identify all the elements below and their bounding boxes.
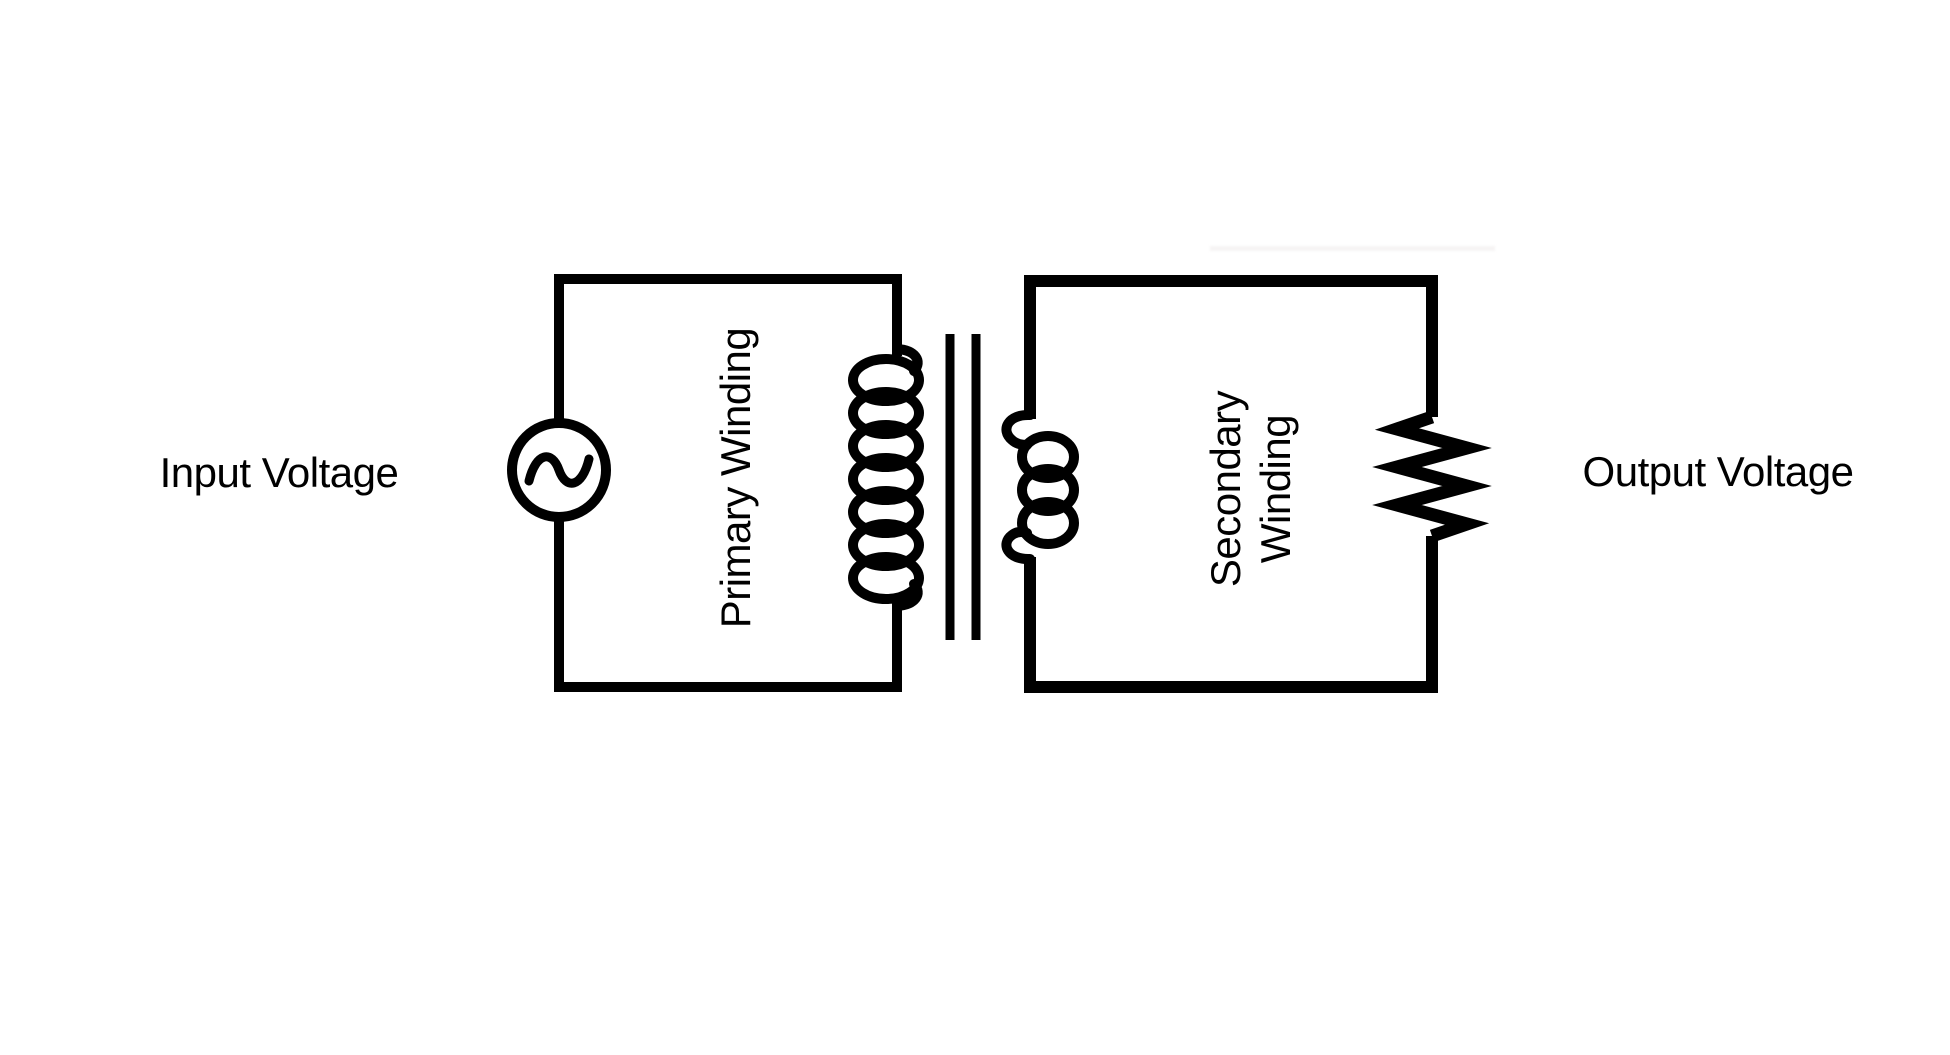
primary-loop-wire-bottom [554, 517, 902, 692]
secondary-winding-label-line1: Secondary [1202, 390, 1249, 588]
primary-winding-label: Primary Winding [712, 327, 759, 629]
secondary-winding-label: Secondary Winding [1201, 391, 1301, 587]
scan-artifact [1210, 246, 1495, 251]
primary-coil-turn [848, 387, 924, 439]
ac-source-circle [507, 418, 611, 522]
secondary-loop-wire-bottom [1024, 536, 1438, 693]
resistor-load-icon [1372, 410, 1492, 543]
ac-source-icon [507, 418, 611, 522]
secondary-coil [1001, 410, 1079, 564]
secondary-coil-turn [1017, 464, 1079, 516]
primary-coil-bottom-hook [892, 579, 923, 611]
ac-source-sine-wave-icon [524, 452, 594, 488]
primary-coil-turn [848, 420, 924, 472]
secondary-coil-turn [1017, 497, 1079, 549]
primary-loop [507, 274, 924, 692]
output-voltage-label: Output Voltage [1582, 448, 1854, 495]
primary-coil-turn [848, 453, 924, 505]
transformer-core [945, 334, 981, 640]
primary-coil-turn [848, 552, 924, 604]
primary-coil-turn [848, 354, 924, 406]
secondary-coil-turn [1017, 431, 1079, 483]
input-voltage-label: Input Voltage [159, 449, 399, 496]
primary-coil-turn [848, 486, 924, 538]
primary-coil-turn [848, 519, 924, 571]
primary-loop-wire-top [554, 274, 902, 423]
secondary-loop [1001, 275, 1492, 693]
secondary-loop-wire-top [1024, 275, 1438, 419]
resistor-zigzag [1372, 410, 1492, 543]
secondary-coil-bottom-hook [1001, 526, 1035, 564]
secondary-winding-label-line2: Winding [1252, 414, 1299, 564]
primary-coil [848, 344, 924, 611]
